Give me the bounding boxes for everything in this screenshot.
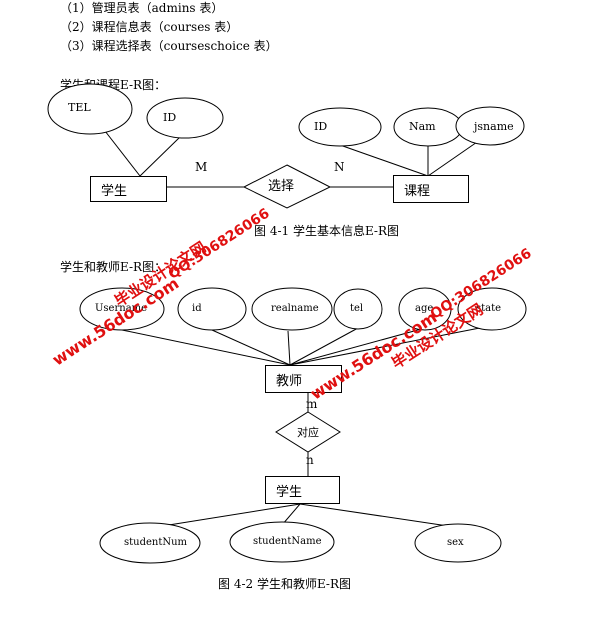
attr-label-studentname: studentName <box>253 536 322 547</box>
attr-label-sex: sex <box>447 537 464 548</box>
line-id-student <box>139 136 181 177</box>
attr-label-realname: realname <box>271 303 319 314</box>
attr-label-state: state <box>476 303 502 314</box>
entity-student-2: 学生 <box>265 476 340 504</box>
attr-ellipse-id <box>146 97 224 139</box>
caption-figure-4-1: 图 4-1 学生基本信息E-R图 <box>254 224 400 238</box>
cardinality-n: N <box>334 160 345 174</box>
entity-teacher: 教师 <box>265 365 342 393</box>
attr-ellipse-age <box>398 287 452 331</box>
attr-ellipse-course-id <box>298 107 382 147</box>
attr-label-username: Username <box>95 303 148 314</box>
line-state-teacher <box>289 325 491 366</box>
line-tel2-teacher <box>289 327 359 366</box>
line-tel-student <box>104 130 141 177</box>
line-id2-teacher <box>211 329 291 366</box>
entity-course: 课程 <box>393 175 469 203</box>
intro-line-admins: （1）管理员表（admins 表） <box>60 1 224 15</box>
attr-ellipse-studentnum <box>99 522 201 564</box>
attr-ellipse-tel2 <box>333 288 383 330</box>
attr-ellipse-tel <box>47 83 133 135</box>
entity-student: 学生 <box>90 176 167 202</box>
line-id-course <box>339 144 429 177</box>
line-student2-studentnum <box>149 503 301 529</box>
attr-label-age: age <box>415 303 434 314</box>
relationship-diamond-correspond <box>275 411 341 453</box>
attr-label-jsname: jsname <box>474 120 514 133</box>
attr-ellipse-jsname <box>455 106 525 146</box>
relationship-label-correspond: 对应 <box>297 426 319 439</box>
attr-label-tel2: tel <box>350 303 364 314</box>
line-age-teacher <box>289 327 426 366</box>
line-student2-sex <box>299 503 449 527</box>
line-realname-teacher <box>287 330 291 366</box>
attr-label-id2: id <box>192 303 202 314</box>
cardinality-m-lower: m <box>306 397 318 411</box>
attr-label-id: ID <box>163 111 177 124</box>
line-student2-studentname <box>281 503 301 526</box>
section-label-student-teacher: 学生和教师E-R图： <box>60 260 167 274</box>
attr-ellipse-studentname <box>229 521 335 563</box>
attr-label-nam: Nam <box>409 120 436 133</box>
caption-figure-4-2: 图 4-2 学生和教师E-R图 <box>218 577 352 591</box>
relationship-label-choice: 选择 <box>268 179 295 194</box>
line-jsname-course <box>427 139 481 177</box>
line-username-teacher <box>121 329 291 366</box>
attr-label-tel: TEL <box>68 101 91 114</box>
intro-line-courseschoice: （3）课程选择表（courseschoice 表） <box>60 39 278 53</box>
attr-label-course-id: ID <box>314 120 328 133</box>
attr-ellipse-sex <box>414 523 502 563</box>
attr-ellipse-state <box>457 287 527 331</box>
attr-label-studentnum: studentNum <box>124 537 188 548</box>
intro-line-courses: （2）课程信息表（courses 表） <box>60 20 239 34</box>
attr-ellipse-realname <box>251 287 333 331</box>
attr-ellipse-id2 <box>177 287 247 331</box>
relationship-diamond-choice <box>242 164 332 209</box>
attr-ellipse-username <box>79 287 165 331</box>
cardinality-n-lower: n <box>306 453 314 467</box>
cardinality-m: M <box>195 160 208 174</box>
